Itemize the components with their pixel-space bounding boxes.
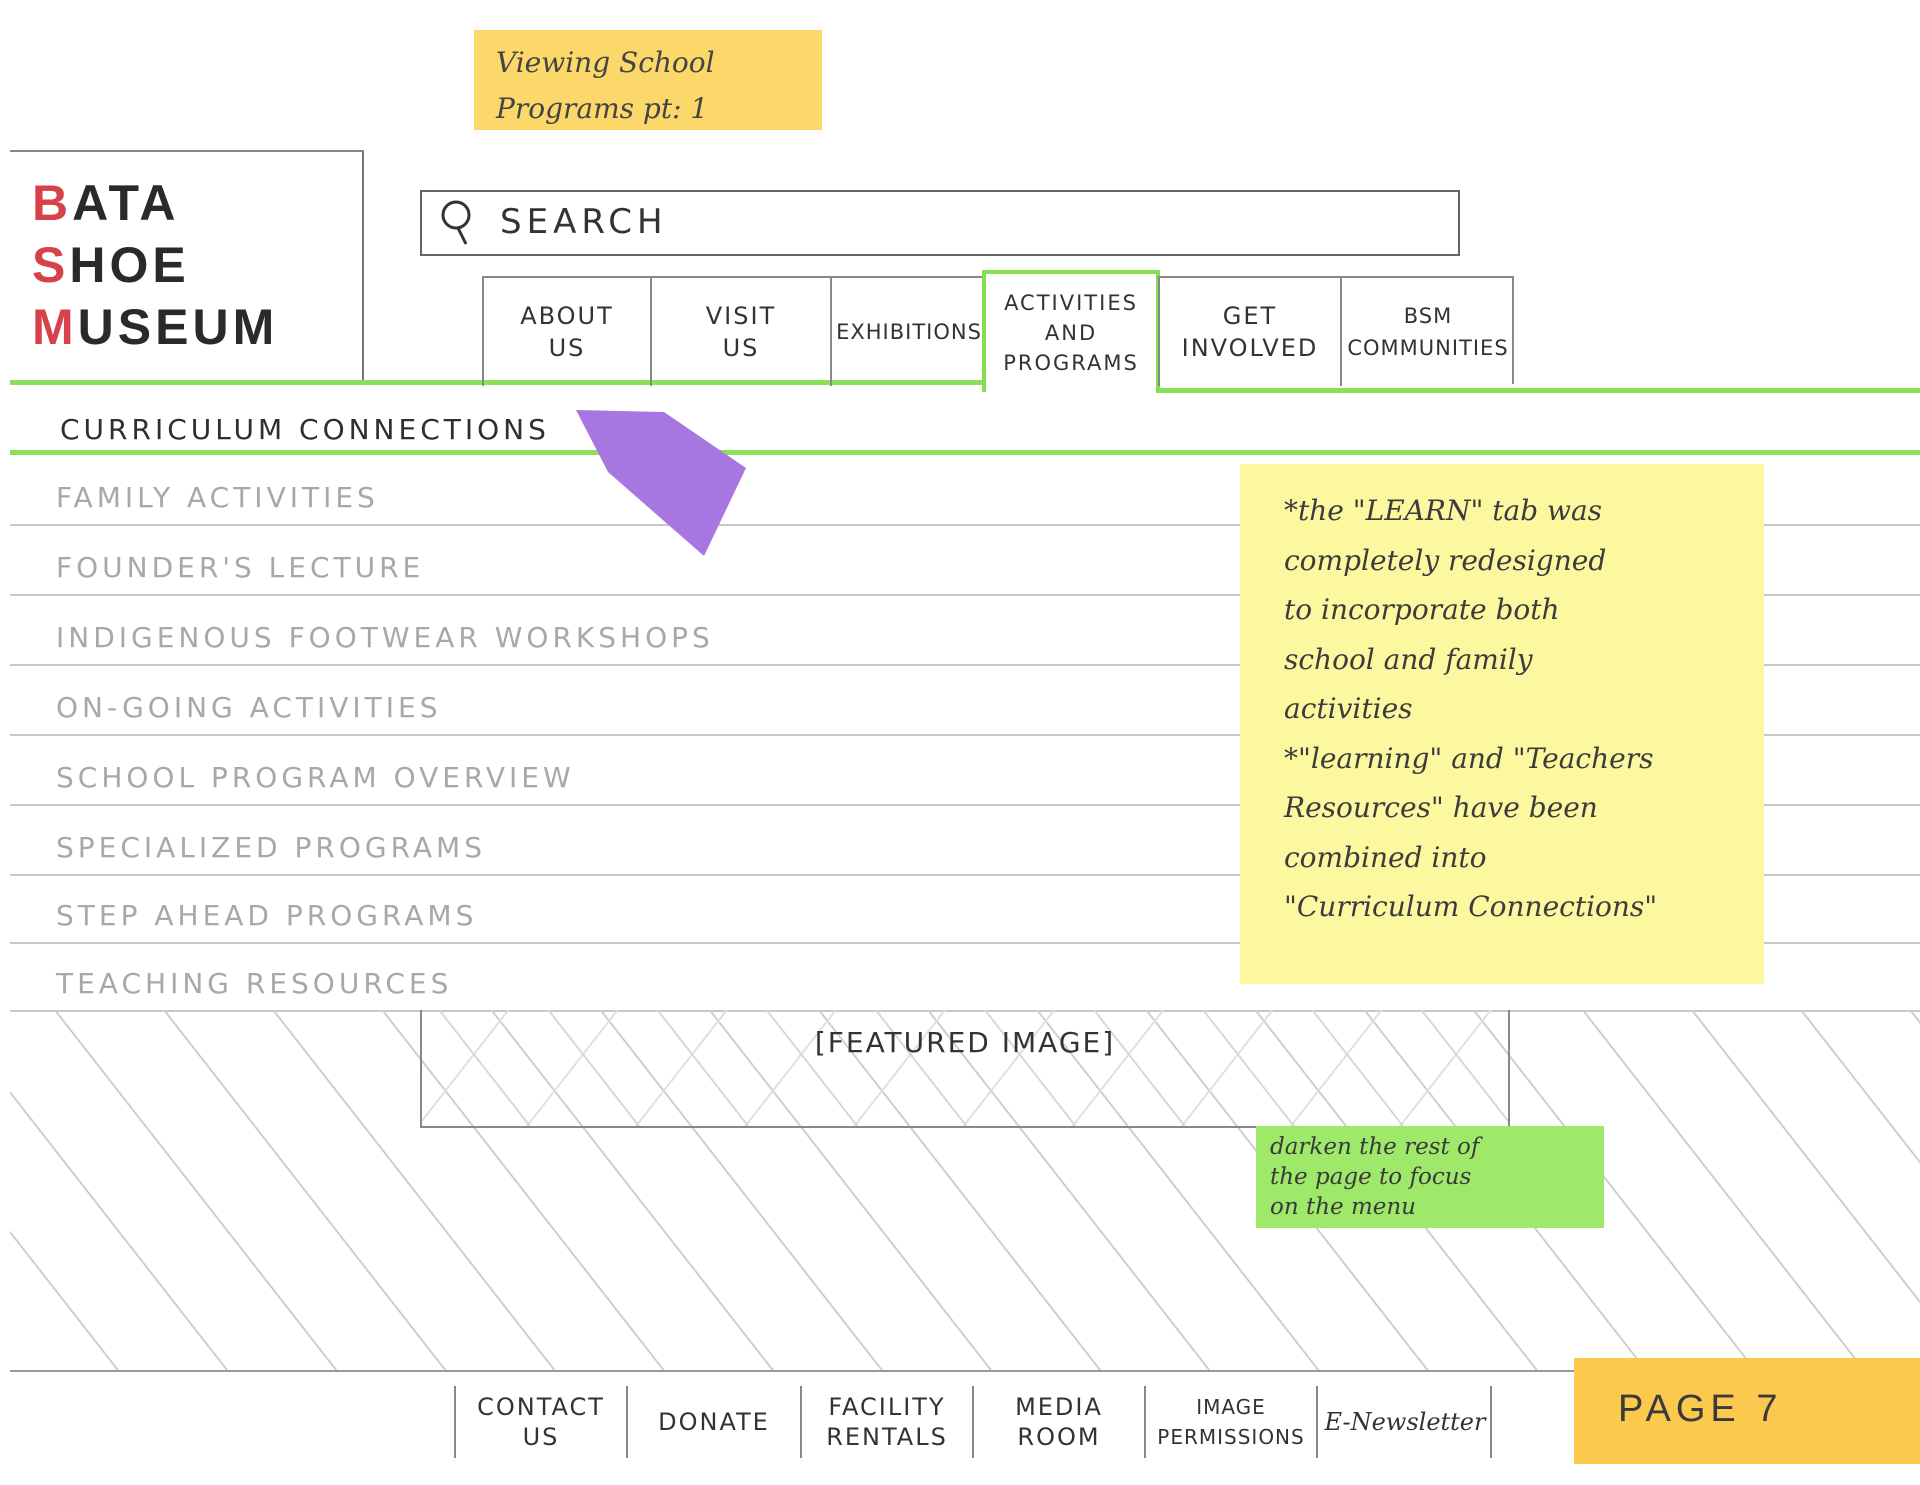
footer-divider: [10, 1370, 1580, 1372]
footer-link-e-newsletter[interactable]: E-Newsletter: [1316, 1386, 1492, 1458]
tab-bsm-communities[interactable]: BSM COMMUNITIES: [1340, 276, 1514, 386]
menu-item-curriculum-connections[interactable]: CURRICULUM CONNECTIONS: [60, 413, 550, 446]
tab-visit-us[interactable]: VISIT US: [650, 276, 830, 386]
footer-link-media-room[interactable]: MEDIA ROOM: [972, 1386, 1144, 1458]
tab-label: ABOUT US: [520, 302, 614, 362]
footer-end-divider: [1490, 1386, 1492, 1458]
footer-link-contact-us[interactable]: CONTACT US: [454, 1386, 626, 1458]
footer-link-facility-rentals[interactable]: FACILITY RENTALS: [800, 1386, 972, 1458]
redesign-sticky-note: *the "LEARN" tab was completely redesign…: [1240, 464, 1764, 984]
page-number-sticky-note: PAGE 7: [1574, 1358, 1920, 1464]
nav-highlight-line-right: [1156, 388, 1920, 393]
menu-item-step-ahead-programs[interactable]: STEP AHEAD PROGRAMS: [10, 874, 1920, 944]
featured-image-label: [FEATURED IMAGE]: [814, 1026, 1116, 1059]
pointer-flag-icon: [576, 410, 746, 556]
menu-highlight-line: [10, 450, 1920, 455]
page-number-label: PAGE 7: [1618, 1388, 1783, 1430]
tab-about-us[interactable]: ABOUT US: [482, 276, 650, 386]
tab-label: ACTIVITIES AND PROGRAMS: [1003, 291, 1139, 375]
logo-line-bata: BATA: [32, 175, 180, 231]
title-note-line-2: Programs pt: 1: [496, 92, 709, 125]
tab-label: VISIT US: [705, 302, 777, 362]
bata-shoe-museum-logo[interactable]: BATA SHOE MUSEUM: [32, 172, 278, 358]
darken-sticky-note: darken the rest of the page to focus on …: [1256, 1126, 1604, 1228]
search-input[interactable]: SEARCH: [420, 190, 1460, 256]
tab-label: GET INVOLVED: [1181, 302, 1319, 362]
footer-link-image-permissions[interactable]: IMAGE PERMISSIONS: [1144, 1386, 1316, 1458]
nav-highlight-line-left: [10, 380, 986, 385]
nav-divider: [1512, 276, 1514, 384]
title-sticky-note: Viewing School Programs pt: 1: [474, 30, 822, 130]
tab-label: EXHIBITIONS: [836, 320, 982, 344]
tab-activities-and-programs[interactable]: ACTIVITIES AND PROGRAMS: [982, 270, 1160, 392]
footer-link-donate[interactable]: DONATE: [626, 1386, 800, 1458]
logo-box: BATA SHOE MUSEUM: [10, 150, 364, 380]
logo-line-shoe: SHOE: [32, 237, 190, 293]
tab-get-involved[interactable]: GET INVOLVED: [1158, 276, 1340, 386]
tab-exhibitions[interactable]: EXHIBITIONS: [830, 276, 986, 386]
menu-item-founders-lecture[interactable]: FOUNDER'S LECTURE: [10, 526, 1920, 596]
menu-item-family-activities[interactable]: FAMILY ACTIVITIES: [10, 456, 1920, 526]
menu-item-indigenous-footwear-workshops[interactable]: INDIGENOUS FOOTWEAR WORKSHOPS: [10, 596, 1920, 666]
redesign-note-text: *the "LEARN" tab was completely redesign…: [1284, 494, 1658, 923]
title-note-line-1: Viewing School: [496, 46, 715, 79]
tab-label: BSM COMMUNITIES: [1347, 304, 1509, 360]
menu-item-ongoing-activities[interactable]: ON-GOING ACTIVITIES: [10, 666, 1920, 736]
darken-note-text: darken the rest of the page to focus on …: [1270, 1134, 1480, 1220]
logo-line-museum: MUSEUM: [32, 299, 279, 355]
search-placeholder: SEARCH: [500, 202, 668, 242]
menu-item-specialized-programs[interactable]: SPECIALIZED PROGRAMS: [10, 806, 1920, 876]
search-icon: [441, 200, 471, 245]
menu-item-school-program-overview[interactable]: SCHOOL PROGRAM OVERVIEW: [10, 736, 1920, 806]
featured-image-placeholder[interactable]: [FEATURED IMAGE]: [420, 1010, 1510, 1128]
